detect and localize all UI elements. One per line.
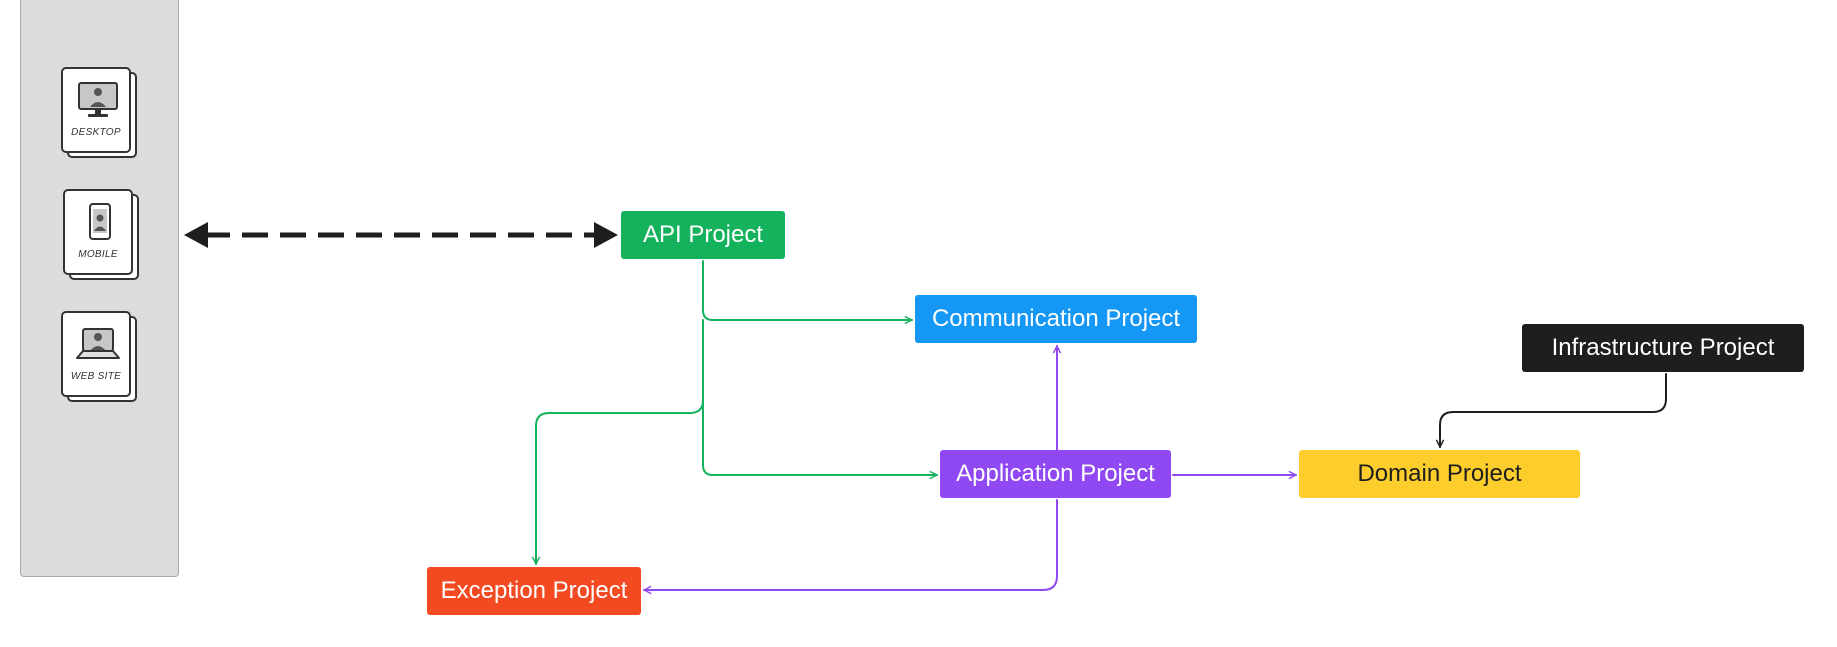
- laptop-icon: [76, 328, 120, 359]
- edge-api-exception: [536, 399, 704, 565]
- clients-panel: DESKTOP MOBILE: [20, 0, 179, 577]
- node-label: Communication Project: [931, 305, 1181, 332]
- client-website: WEB SITE: [61, 311, 137, 402]
- client-label: WEB SITE: [70, 371, 122, 382]
- edge-api-application: [702, 319, 938, 475]
- client-mobile: MOBILE: [63, 189, 139, 280]
- node-application-project[interactable]: Application Project: [940, 450, 1171, 498]
- edge-infrastructure-domain: [1440, 373, 1667, 448]
- node-label: Infrastructure Project: [1551, 334, 1775, 361]
- edge-api-communication: [702, 260, 913, 320]
- node-communication-project[interactable]: Communication Project: [915, 295, 1197, 343]
- desktop-icon: [78, 82, 118, 117]
- client-desktop: DESKTOP: [61, 67, 137, 158]
- mobile-icon: [89, 203, 111, 240]
- node-label: API Project: [642, 221, 764, 248]
- dashed-connector-clients-api: [184, 222, 618, 248]
- node-infrastructure-project[interactable]: Infrastructure Project: [1522, 324, 1804, 372]
- client-label: DESKTOP: [71, 127, 121, 138]
- node-label: Application Project: [956, 460, 1155, 487]
- node-domain-project[interactable]: Domain Project: [1299, 450, 1580, 498]
- arrowhead-left-icon: [184, 222, 208, 248]
- node-exception-project[interactable]: Exception Project: [427, 567, 641, 615]
- edge-application-exception: [643, 499, 1058, 590]
- arrowhead-right-icon: [594, 222, 618, 248]
- node-api-project[interactable]: API Project: [621, 211, 785, 259]
- node-label: Exception Project: [440, 577, 628, 604]
- node-label: Domain Project: [1357, 460, 1522, 487]
- client-label: MOBILE: [78, 249, 118, 260]
